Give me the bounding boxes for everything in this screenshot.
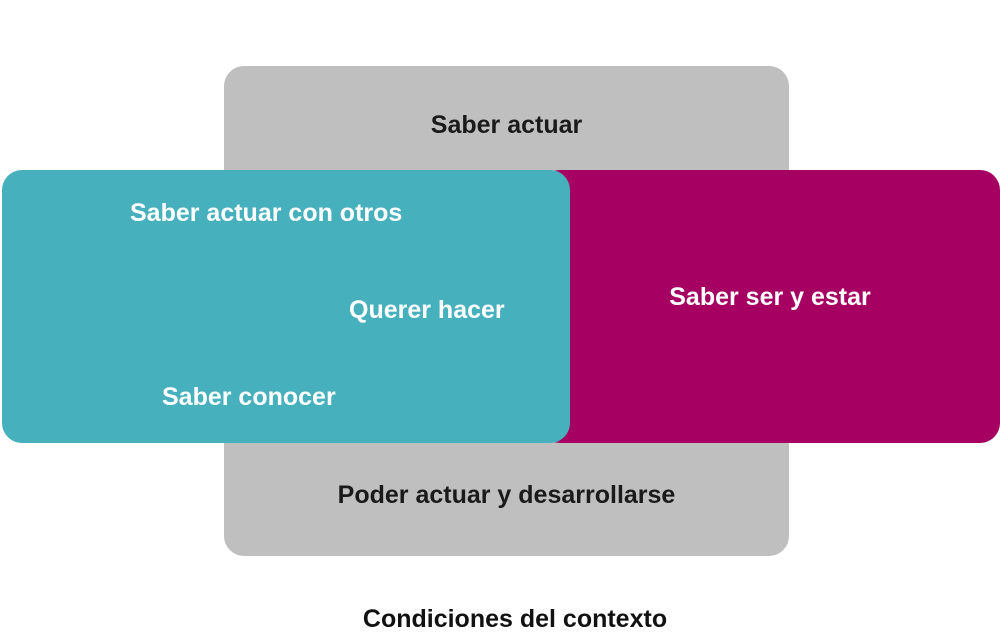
saber-ser-label: Saber ser y estar (669, 283, 871, 311)
querer-hacer-label: Querer hacer (349, 296, 505, 324)
saber-conocer-box (2, 170, 570, 443)
saber-conocer-label: Saber conocer (162, 383, 336, 411)
saber-actuar-con-otros-label: Saber actuar con otros (130, 199, 403, 227)
saber-actuar-label: Saber actuar (430, 111, 583, 139)
context-caption: Condiciones del contexto (362, 605, 668, 633)
poder-actuar-label: Poder actuar y desarrollarse (337, 481, 676, 509)
saber-ser-box (540, 170, 1000, 443)
